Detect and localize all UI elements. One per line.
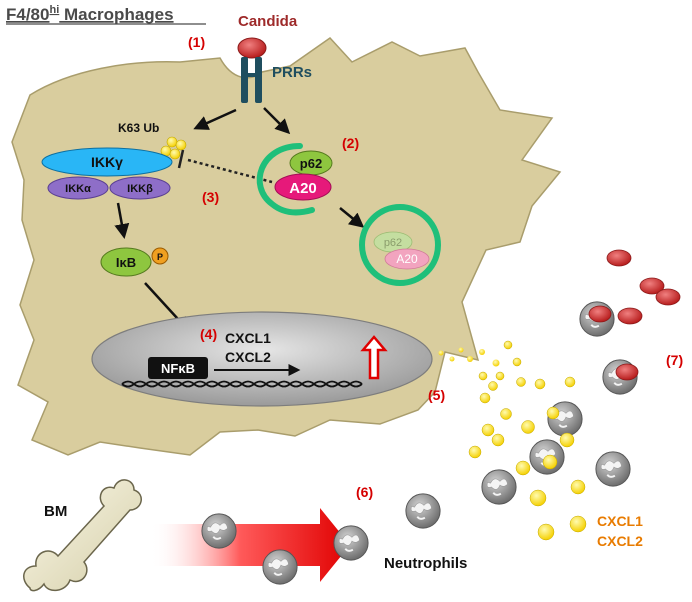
arrow-to-closed-phagosome — [339, 207, 365, 228]
ubiquitin-2 — [175, 139, 187, 151]
title-superscript: hi — [49, 4, 59, 16]
step-2-label: (2) — [342, 135, 359, 151]
candida-engulfed-2 — [615, 363, 639, 381]
candida-free-2 — [639, 277, 665, 295]
a20-faded-protein — [384, 248, 430, 270]
figure-title: F4/80hi Macrophages — [6, 4, 174, 24]
cxcl2-gene-label: CXCL2 — [225, 349, 271, 365]
arrow-to-phagosome — [263, 107, 291, 135]
p62-label: p62 — [300, 156, 322, 171]
chemokine-gradient — [438, 340, 586, 541]
receptor-chain-left — [241, 57, 248, 103]
step-5-label: (5) — [428, 387, 445, 403]
a20-protein — [274, 173, 332, 201]
title-rest: Macrophages — [59, 5, 173, 24]
a20-label: A20 — [289, 180, 317, 197]
neutrophil-4 — [480, 468, 518, 506]
step-7-label: (7) — [666, 352, 683, 368]
receptor-chain-right — [255, 57, 262, 103]
migrating-neutrophil-3 — [332, 524, 370, 562]
candida-particle — [237, 37, 267, 59]
candida-free-3 — [655, 288, 681, 306]
migrating-neutrophil-2 — [261, 548, 299, 586]
bone-icon — [23, 479, 142, 592]
ubiquitin-1 — [166, 136, 178, 148]
phospho-label: P — [157, 252, 163, 262]
legend-cxcl2-label: CXCL2 — [597, 533, 643, 549]
ikkb-protein — [109, 176, 171, 200]
candida-label: Candida — [238, 13, 298, 30]
title-main: F4/80 — [6, 5, 49, 24]
k63ub-label: K63 Ub — [118, 121, 159, 135]
inhibition-bar — [177, 149, 185, 169]
nfkb-box — [148, 357, 208, 379]
chemokine-legend-dot — [569, 515, 587, 533]
step-4-label: (4) — [200, 326, 217, 342]
ikka-label: IKKα — [65, 183, 91, 195]
step-3-label: (3) — [202, 189, 219, 205]
phagosome-closed — [359, 204, 441, 286]
step-6-label: (6) — [356, 484, 373, 500]
ikkg-label: IKKγ — [91, 154, 123, 170]
ikkb-label: IKKβ — [127, 183, 153, 195]
ikb-label: IκB — [116, 255, 136, 270]
ubiquitin-4 — [169, 148, 181, 160]
candida-free-4 — [617, 307, 643, 325]
neutrophil-5 — [404, 492, 442, 530]
a20-faded-label: A20 — [396, 252, 418, 266]
phagosome-open — [256, 143, 315, 216]
migration-arrow — [150, 508, 350, 582]
cxcl1-gene-label: CXCL1 — [225, 330, 271, 346]
candida-engulfed-1 — [588, 305, 612, 323]
bm-label: BM — [44, 503, 67, 520]
neutrophil-3 — [594, 450, 632, 488]
step-1-label: (1) — [188, 34, 205, 50]
receptor-bridge — [241, 73, 262, 77]
nfkb-label: NFκB — [161, 361, 195, 376]
migrating-neutrophil-1 — [200, 512, 238, 550]
ikb-protein — [100, 247, 152, 277]
candida-free-1 — [606, 249, 632, 267]
arrow-to-ikb — [114, 202, 130, 239]
upregulation-arrow — [360, 335, 388, 380]
neutrophils-label: Neutrophils — [384, 555, 467, 572]
arrow-to-ikk — [193, 108, 237, 130]
dna-strand-b — [121, 380, 363, 388]
ikka-protein — [47, 176, 109, 200]
p62-faded-label: p62 — [384, 237, 402, 249]
legend-cxcl1-label: CXCL1 — [597, 513, 643, 529]
prrs-label: PRRs — [272, 64, 312, 81]
phospho-group — [151, 247, 169, 265]
ikkg-protein — [41, 147, 173, 177]
